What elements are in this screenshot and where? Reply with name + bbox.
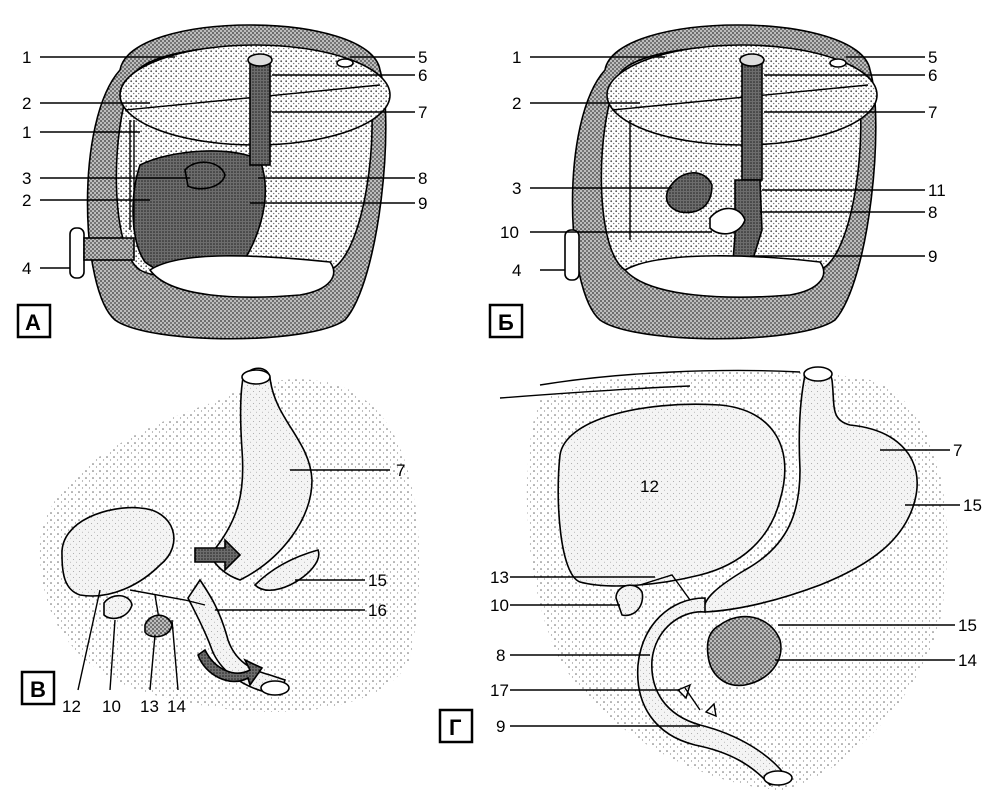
b-callout-11: 11	[928, 181, 946, 200]
b-callout-4: 4	[512, 261, 521, 280]
g-callout-9: 9	[496, 717, 505, 736]
b-callout-5: 5	[928, 48, 937, 67]
panel-a-drawing	[70, 25, 390, 339]
panel-v-label: В	[30, 677, 46, 702]
b-callout-6: 6	[928, 66, 937, 85]
g-callout-17: 17	[490, 681, 509, 700]
a-callout-2: 2	[22, 94, 31, 113]
v-callout-14: 14	[167, 697, 186, 716]
g-callout-8: 8	[496, 646, 505, 665]
panel-v-drawing	[39, 368, 419, 712]
a-callout-9: 9	[418, 194, 427, 213]
b-callout-9: 9	[928, 247, 937, 266]
a-callout-1: 1	[22, 48, 31, 67]
b-callout-1: 1	[512, 48, 521, 67]
panel-b-label: Б	[498, 310, 514, 335]
b-callout-10: 10	[500, 223, 519, 242]
b-callout-8: 8	[928, 203, 937, 222]
g-callout-15a: 15	[963, 496, 982, 515]
b-callout-7: 7	[928, 103, 937, 122]
b-callout-2: 2	[512, 94, 521, 113]
g-callout-10: 10	[490, 596, 509, 615]
v-callout-16: 16	[368, 601, 387, 620]
v-callout-10: 10	[102, 697, 121, 716]
a-callout-1b: 1	[22, 123, 31, 142]
g-callout-14: 14	[958, 651, 977, 670]
b-callout-3: 3	[512, 179, 521, 198]
a-callout-4: 4	[22, 259, 31, 278]
g-callout-7: 7	[953, 441, 962, 460]
panel-a-label: А	[25, 310, 41, 335]
v-callout-7: 7	[396, 461, 405, 480]
g-callout-12: 12	[640, 477, 659, 496]
a-callout-6: 6	[418, 66, 427, 85]
a-callout-5: 5	[418, 48, 427, 67]
panel-g-label: Г	[449, 715, 462, 740]
a-callout-7: 7	[418, 103, 427, 122]
a-callout-2b: 2	[22, 191, 31, 210]
v-callout-12: 12	[62, 697, 81, 716]
panel-b-drawing	[565, 25, 877, 339]
v-callout-15: 15	[368, 571, 387, 590]
g-callout-15b: 15	[958, 616, 977, 635]
a-callout-8: 8	[418, 169, 427, 188]
v-callout-13: 13	[140, 697, 159, 716]
g-callout-13: 13	[490, 568, 509, 587]
a-callout-3: 3	[22, 169, 31, 188]
